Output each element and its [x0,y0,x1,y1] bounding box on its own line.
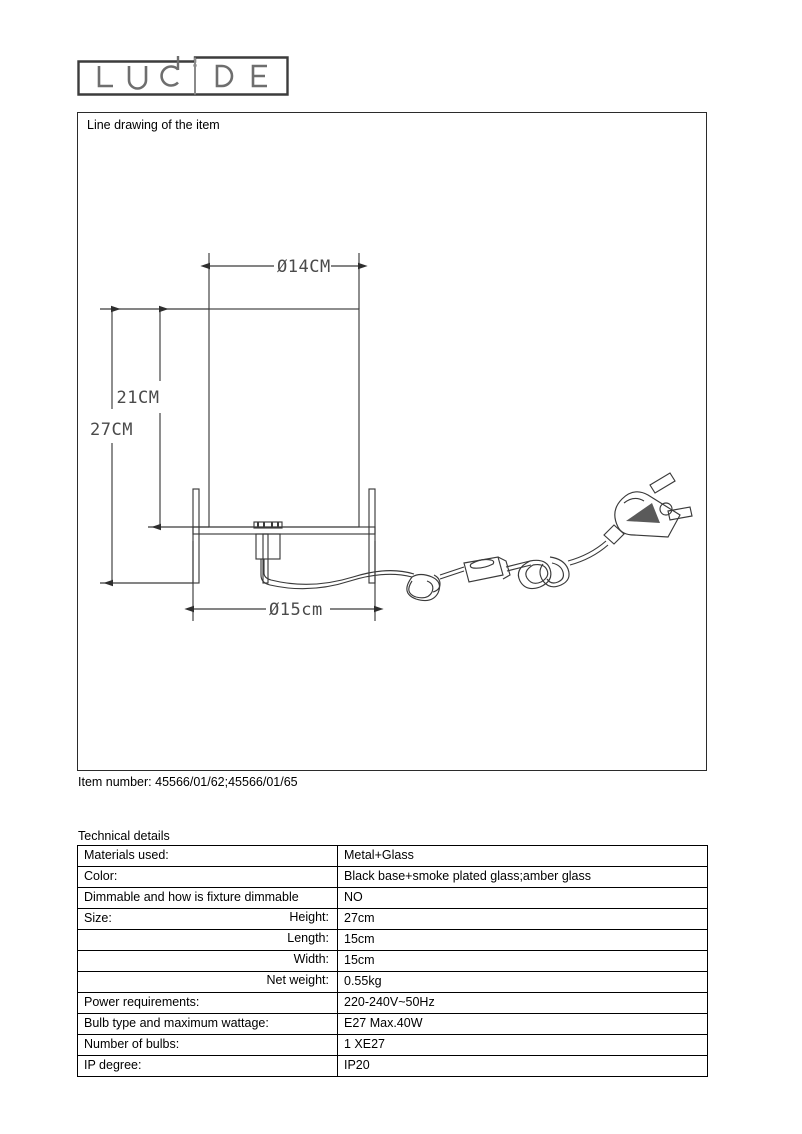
glass-shade [208,308,360,528]
inline-switch-body [463,556,504,583]
table-row: IP degree:IP20 [77,1055,708,1077]
row-value: Black base+smoke plated glass;amber glas… [337,866,708,888]
cord-segment-to-switch [439,566,465,576]
cord-segment-base [260,559,413,590]
logo-letter-u [127,66,148,90]
row-label: Width: [77,950,338,972]
dim-label-total-height: 27CM [90,420,133,440]
dim-label-base-diameter: Ø15cm [269,600,323,620]
row-value: 0.55kg [337,971,708,993]
lamp-socket [255,533,281,560]
line-drawing-panel: Line drawing of the item [77,112,707,771]
row-label: IP degree: [77,1055,338,1077]
row-value: 27cm [337,908,708,930]
table-row: Size: Height: 27cm [77,908,708,930]
row-value: 15cm [337,929,708,951]
table-row: Materials used:Metal+Glass [77,845,708,867]
right-leg [368,488,376,584]
base-plate [192,526,376,535]
row-value: NO [337,887,708,909]
cord-loop-2b-inner [546,562,565,584]
row-sub-label-text: Height: [289,910,329,924]
row-label: Color: [77,866,338,888]
logo-letter-c [160,65,179,87]
inline-switch-cap [497,556,511,580]
line-drawing-caption: Line drawing of the item [87,118,220,132]
row-sub-label-text: Length: [287,931,329,945]
technical-details-heading: Technical details [78,829,170,843]
logo-letter-e [251,64,267,88]
row-label: Power requirements: [77,992,338,1014]
plug-shading [626,503,660,523]
cord-segment-to-plug [567,540,607,562]
inline-switch-rocker [469,558,495,569]
cord-loop-1 [406,573,441,602]
row-value: 15cm [337,950,708,972]
row-label: Materials used: [77,845,338,867]
plug-pin-1 [649,472,676,494]
row-label: Bulb type and maximum wattage: [77,1013,338,1035]
row-value: Metal+Glass [337,845,708,867]
table-row: Power requirements:220-240V~50Hz [77,992,708,1014]
row-label: Net weight: [77,971,338,993]
row-value: 1 XE27 [337,1034,708,1056]
table-row: Width: 15cm [77,950,708,972]
lucide-logo-graphic [77,56,289,96]
cord-loop-1-inner [408,580,434,599]
row-label: Size: Height: [77,908,338,930]
row-label: Length: [77,929,338,951]
cord-loop-2 [517,559,552,590]
table-row: Color:Black base+smoke plated glass;ambe… [77,866,708,888]
row-value: E27 Max.40W [337,1013,708,1035]
row-sub-label-text: Width: [293,952,329,966]
dim-label-shade-height: 21CM [117,388,160,408]
row-label-text: Size: [84,911,112,925]
table-row: Net weight: 0.55kg [77,971,708,993]
plug-pin-2 [667,506,693,521]
table-row: Number of bulbs:1 XE27 [77,1034,708,1056]
cord-segment-mid-2 [506,564,532,572]
row-label: Dimmable and how is fixture dimmable [77,887,338,909]
table-row: Length: 15cm [77,929,708,951]
row-value: 220-240V~50Hz [337,992,708,1014]
cord-segment-base-2 [263,559,415,585]
row-label: Number of bulbs: [77,1034,338,1056]
table-row: Bulb type and maximum wattage:E27 Max.40… [77,1013,708,1035]
dim-label-shade-diameter: Ø14CM [277,257,331,277]
cord-loop-2b [539,556,570,588]
plug-strain-relief [603,524,625,545]
cord-loop-1-knot [432,574,441,593]
logo-i-dot [193,63,197,68]
row-value: IP20 [337,1055,708,1077]
plug-earth-hole [659,502,673,516]
cord-segment-to-switch-2 [439,570,465,580]
lucide-logo [77,56,289,96]
socket-collar [253,521,283,529]
left-leg [192,488,200,584]
cord-segment-to-plug-2 [569,544,609,566]
logo-letter-d [215,64,234,88]
plug-body-edge [623,497,645,504]
item-number: Item number: 45566/01/62;45566/01/65 [78,775,298,789]
plug-body [614,491,681,538]
cord-loop-2-inner [525,563,549,584]
row-sub-label-text: Net weight: [266,973,329,987]
lamp-technical-drawing: Ø14CM 21CM 27CM Ø15cm [90,253,693,621]
logo-letter-l [97,66,113,88]
